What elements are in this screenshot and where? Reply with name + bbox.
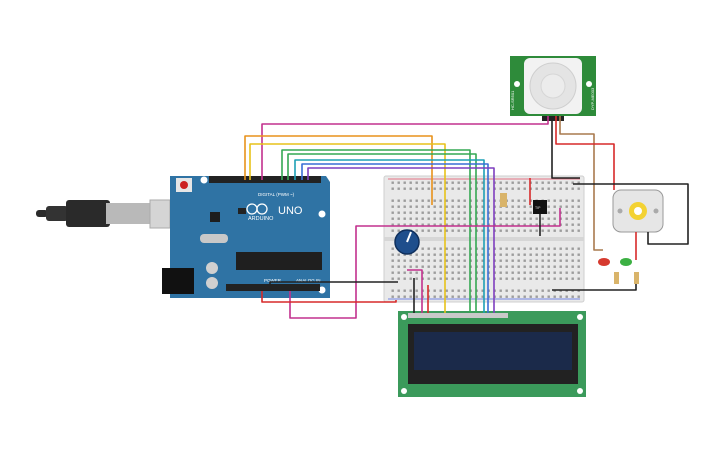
mount-hole bbox=[318, 286, 326, 294]
dc-power-jack bbox=[162, 268, 194, 294]
lcd-16x2-display[interactable] bbox=[398, 311, 586, 397]
power-header-label: POWER bbox=[264, 278, 282, 283]
wire-black-pir bbox=[551, 116, 580, 179]
mount-hole bbox=[318, 210, 326, 218]
potentiometer-icon[interactable] bbox=[394, 229, 420, 255]
led-red-icon[interactable] bbox=[598, 258, 610, 266]
led-green-icon[interactable] bbox=[620, 258, 632, 266]
pir-motion-sensor[interactable]: HC-SR501 DYP-ME003 bbox=[510, 56, 596, 121]
lcd-pin-header bbox=[408, 313, 508, 318]
transistor-icon[interactable]: TIP bbox=[533, 200, 547, 214]
crystal bbox=[200, 234, 228, 243]
wire-magenta-pir bbox=[261, 116, 549, 180]
wire-magenta-lcd bbox=[407, 269, 423, 315]
mount-hole bbox=[200, 176, 208, 184]
wire-green-1 bbox=[281, 149, 471, 315]
pir-label-right: DYP-ME003 bbox=[590, 87, 595, 110]
wire-green-2 bbox=[287, 153, 477, 315]
lcd-screen bbox=[414, 332, 572, 370]
wire-blue bbox=[301, 163, 489, 315]
wire-red-5v bbox=[261, 291, 397, 303]
wire-red-pir bbox=[555, 116, 615, 190]
wire-gnd-led bbox=[552, 284, 637, 291]
wire-brown-pir bbox=[559, 116, 603, 251]
wires bbox=[244, 116, 689, 319]
usb-cable-icon bbox=[36, 199, 171, 229]
digital-header-label: DIGITAL (PWM ~) bbox=[258, 192, 295, 197]
svg-text:TIP: TIP bbox=[535, 206, 541, 210]
wire-purple bbox=[307, 167, 495, 315]
pir-label-left: HC-SR501 bbox=[510, 90, 515, 110]
wire-black-motor bbox=[573, 183, 689, 245]
microcontroller-chip bbox=[236, 252, 322, 270]
digital-header[interactable] bbox=[209, 176, 321, 183]
arduino-brand-label: ARDUINO bbox=[248, 216, 274, 222]
wire-yellow bbox=[249, 143, 446, 315]
resistor-icon[interactable] bbox=[500, 193, 639, 284]
wire-black-gnd bbox=[269, 281, 398, 291]
wire-magenta-analog bbox=[289, 208, 561, 319]
power-analog-header[interactable] bbox=[226, 284, 320, 291]
dc-motor-icon[interactable] bbox=[612, 189, 664, 233]
arduino-uno-board[interactable]: ARDUINO UNO POWER ANALOG IN DIGITAL (PWM… bbox=[162, 176, 330, 298]
wire-orange bbox=[244, 135, 433, 205]
wire-teal bbox=[294, 159, 485, 315]
analog-header-label: ANALOG IN bbox=[296, 278, 321, 283]
arduino-model-label: UNO bbox=[278, 205, 303, 217]
